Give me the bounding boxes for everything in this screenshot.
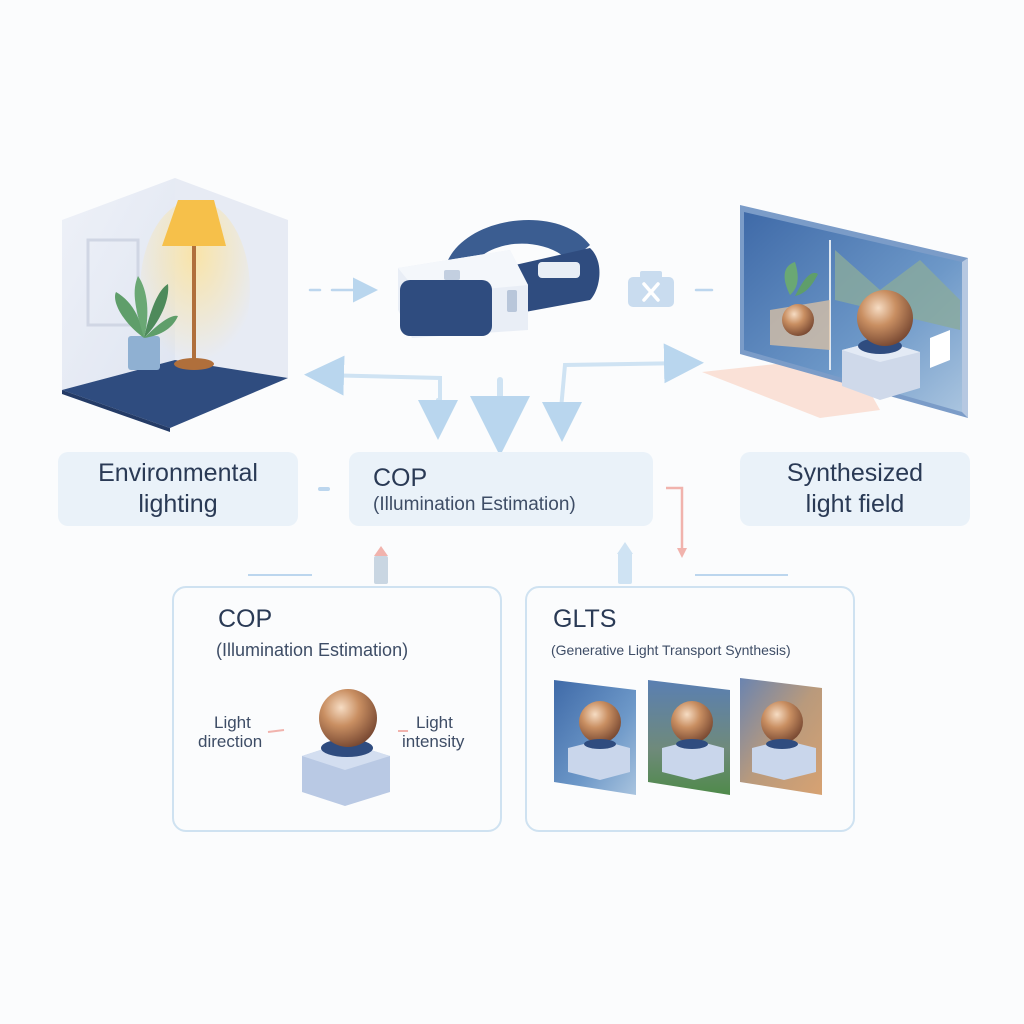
room-with-lamp-and-plant-icon — [62, 178, 288, 432]
cop-label-line2: (Illumination Estimation) — [373, 493, 576, 515]
synthesized-light-field-label: Synthesized light field — [740, 452, 970, 526]
light-intensity-line2: intensity — [402, 732, 465, 751]
panel-connectors — [248, 542, 788, 584]
light-direction-line2: direction — [198, 732, 263, 751]
light-field-display-icon — [702, 205, 968, 418]
glts-panel-subtitle: (Generative Light Transport Synthesis) — [551, 642, 791, 658]
cop-panel — [172, 586, 502, 832]
glts-thumbnails — [554, 678, 822, 795]
synth-label-line1: Synthesized — [786, 459, 924, 487]
sphere-on-pedestal-icon — [267, 689, 408, 806]
arrow-back-to-room — [304, 355, 442, 422]
cop-panel-title: COP — [218, 605, 273, 633]
light-direction-line1: Light — [214, 713, 251, 732]
cop-label-line1: COP — [373, 463, 428, 492]
cop-label: COP (Illumination Estimation) — [349, 452, 653, 526]
cop-panel-subtitle: (Illumination Estimation) — [216, 640, 409, 660]
environmental-lighting-label: Environmental lighting — [58, 452, 298, 526]
arrow-to-display — [558, 343, 704, 422]
light-intensity-label: Light intensity — [402, 713, 464, 751]
light-intensity-line1: Light — [416, 713, 453, 732]
env-label-line1: Environmental — [98, 459, 258, 487]
env-label-line2: lighting — [138, 490, 218, 518]
glts-panel — [525, 586, 855, 832]
thumbnail-1 — [554, 680, 636, 795]
flow-arrows — [304, 290, 714, 491]
pink-arrow — [666, 486, 684, 552]
synth-label-line2: light field — [805, 490, 905, 518]
light-direction-label: Light direction — [198, 713, 262, 751]
thumbnail-3 — [740, 678, 822, 795]
thumbnail-2 — [648, 680, 730, 795]
close-icon[interactable] — [628, 271, 674, 307]
vr-headset-icon — [398, 219, 600, 338]
glts-panel-title: GLTS — [553, 605, 617, 633]
